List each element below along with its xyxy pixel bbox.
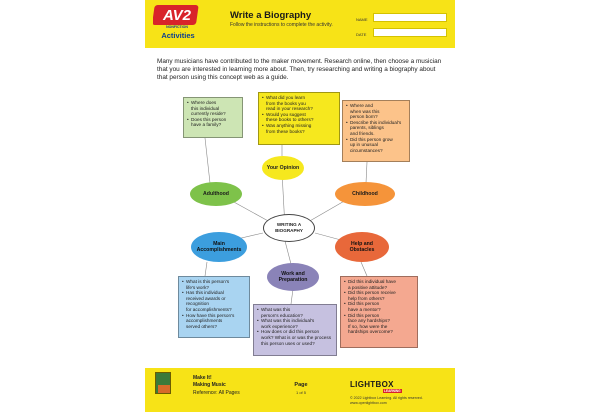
adulthood-questions-box: Where does this individual currently res…: [183, 97, 243, 138]
date-field[interactable]: [373, 28, 447, 37]
connector-accomplishments-box: [204, 261, 208, 277]
work-question: What was this person's education?: [257, 307, 333, 318]
logo-text: AV2: [162, 7, 192, 24]
connector-work-box: [290, 288, 294, 305]
copyright-text: © 2022 Lightbox Learning. All rights res…: [350, 396, 423, 405]
work-question: How does or did this person work? What i…: [257, 329, 333, 346]
accomplishments-questions-box: What is this person's life's work? Has t…: [178, 276, 250, 338]
node-writing-a-biography: WRITING A BIOGRAPHY: [263, 214, 315, 242]
page-label: Page: [294, 382, 308, 388]
lightbox-logo: LIGHTBOX: [350, 380, 394, 389]
help-questions-box: Did this individual have a positive atti…: [340, 276, 418, 348]
date-label: DATE: [356, 32, 367, 37]
childhood-questions-box: Where and when was this person born? Des…: [342, 100, 410, 162]
opinion-question: Would you suggest these books to others?: [262, 112, 336, 123]
node-childhood: Childhood: [335, 182, 395, 206]
connector-childhood-box: [365, 161, 368, 184]
accomplishments-question: What is this person's life's work?: [182, 279, 246, 290]
node-adulthood: Adulthood: [190, 182, 242, 206]
work-questions-box: What was this person's education? What w…: [253, 304, 337, 356]
footer-bar: Make It! Making Music Reference: All Pag…: [145, 368, 455, 412]
worksheet-page: AV2 NONFICTION Activities Write a Biogra…: [145, 0, 455, 412]
node-your-opinion: Your Opinion: [262, 156, 304, 180]
childhood-question: Did this person grow up in unusual circu…: [346, 137, 406, 154]
lightbox-logo-sub: LEARNING: [383, 389, 402, 393]
help-question: Did this person have a mentor?: [344, 301, 414, 312]
instructions-text: Many musicians have contributed to the m…: [157, 58, 442, 82]
name-field[interactable]: [373, 13, 447, 22]
reference-text: Reference: All Pages: [193, 390, 240, 396]
node-help-and-obstacles: Help and Obstacles: [335, 232, 389, 262]
header-bar: AV2 NONFICTION Activities Write a Biogra…: [145, 0, 455, 48]
opinion-questions-box: What did you learn from the books you re…: [258, 92, 340, 145]
series-title: Make It!: [193, 375, 212, 381]
activities-label: Activities: [161, 31, 195, 40]
help-question: Did this person face any hardships? If s…: [344, 313, 414, 335]
accomplishments-question: How have this person's accomplishments s…: [182, 313, 246, 330]
node-main-accomplishments: Main Accomplishments: [191, 232, 247, 262]
page-number: 1 of 5: [295, 390, 306, 395]
website-link[interactable]: www.openlightbox.com: [350, 400, 387, 405]
opinion-question: Was anything missing from these books?: [262, 123, 336, 134]
connector-adulthood-box: [204, 137, 211, 184]
accomplishments-question: Has this individual received awards or r…: [182, 290, 246, 312]
adulthood-question: Does this person have a family?: [187, 117, 239, 128]
opinion-question: What did you learn from the books you re…: [262, 95, 336, 112]
adulthood-question: Where does this individual currently res…: [187, 100, 239, 117]
copyright-line: © 2022 Lightbox Learning. All rights res…: [350, 396, 423, 400]
av2-logo: AV2 NONFICTION: [153, 5, 199, 29]
childhood-question: Where and when was this person born?: [346, 103, 406, 120]
logo-sub-text: NONFICTION: [166, 25, 188, 29]
name-label: NAME: [356, 17, 368, 22]
childhood-question: Describe this individual's parents, sibl…: [346, 120, 406, 137]
page-title: Write a Biography: [230, 10, 312, 21]
connector-help-box: [360, 261, 368, 277]
work-question: What was this individual's work experien…: [257, 318, 333, 329]
connector-work: [284, 240, 292, 265]
help-question: Did this individual have a positive atti…: [344, 279, 414, 290]
page-subtitle: Follow the instructions to complete the …: [230, 22, 333, 28]
help-question: Did this person receive help from others…: [344, 290, 414, 301]
book-title: Making Music: [193, 382, 226, 388]
book-cover-thumbnail: [155, 372, 171, 394]
node-work-and-preparation: Work and Preparation: [267, 263, 319, 291]
